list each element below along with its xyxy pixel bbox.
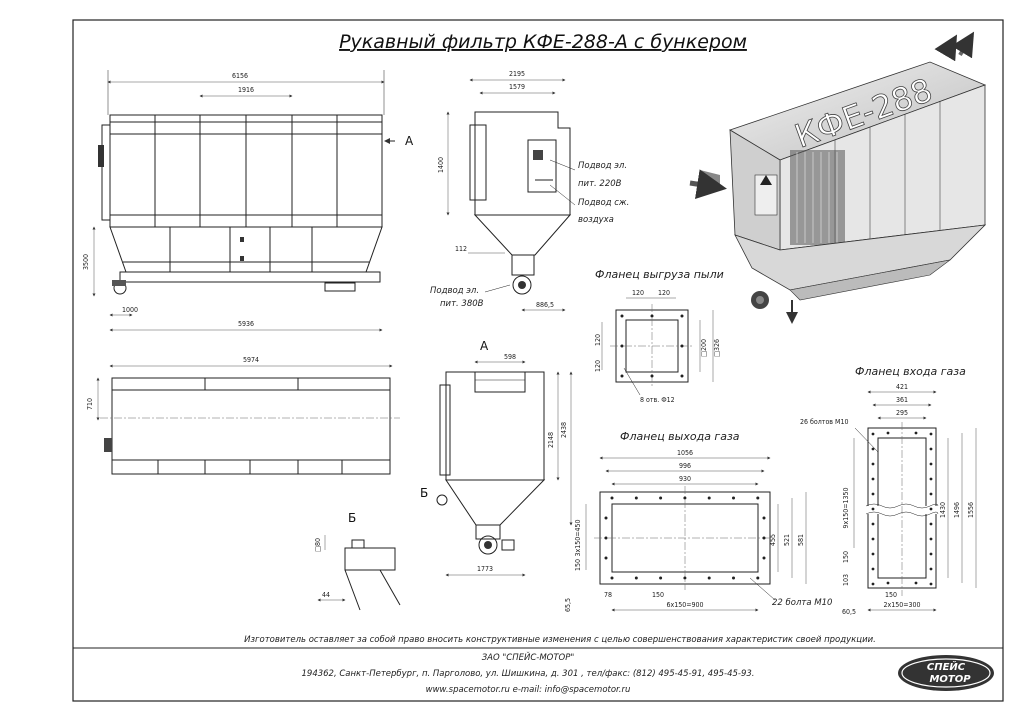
dim-out-w1: 1056 [677,449,693,457]
detail-b: Б □80 44 [314,511,401,611]
detail-b-label: Б [348,511,356,525]
dim-in-left-103: 103 [842,574,850,586]
dim-dust-top2: 120 [658,289,670,297]
sheet-border [72,19,1004,702]
dim-out-left-150: 150 [574,559,582,571]
dim-height: 3500 [82,254,90,270]
dim-in-left-150: 150 [842,551,850,563]
callout-air-line1: Подвод сж. [578,198,629,208]
dim-out-bottom-total: 6х150=900 [666,601,703,609]
dim-out-left-pitch: 3х150=450 [574,519,582,556]
callout-air-line2: воздуха [578,215,614,225]
dim-side-inner: 1579 [509,83,525,91]
dim-total-width: 6156 [232,72,248,80]
flange-gas-out: Фланец выхода газа 1056 996 930 3х150=45… [564,430,832,612]
dim-in-w1: 421 [896,383,908,391]
company-logo: СПЕЙС МОТОР [898,655,994,691]
callout-power-380-line1: Подвод эл. [430,286,479,296]
dim-side-bottom: 112 [455,245,467,253]
dim-out-bottom-78: 78 [604,591,612,599]
section-marker-a: А [405,134,414,148]
plan-view: 5974 710 [86,356,400,475]
filter-3d-render: КФЕ-288 [689,31,987,324]
page-title: Рукавный фильтр КФЕ-288-А с бункером [339,31,747,53]
dim-dust-holes: 8 отв. Ф12 [640,396,675,404]
dim-dust-top1: 120 [632,289,644,297]
in-bolts-label: 26 болтов М10 [800,418,848,426]
dim-dust-left1: 120 [594,334,602,346]
dim-out-w3: 930 [679,475,691,483]
dim-out-bottom-150: 150 [652,591,664,599]
flange-gas-out-title: Фланец выхода газа [620,430,740,443]
dim-dust-sq2: □326 [713,339,721,357]
dim-view-a-bottom: 1773 [477,565,493,573]
view-a: А 598 Б 2148 2438 1773 [420,339,573,577]
dim-detail-square: □80 [314,538,322,552]
dim-out-bottom-65: 65,5 [564,598,572,612]
dim-top-section: 1916 [238,86,254,94]
flange-dust-title: Фланец выгруза пыли [595,268,724,281]
logo-line1: СПЕЙС [927,660,966,673]
disclaimer: Изготовитель оставляет за собой право вн… [244,635,876,645]
dim-plan-height: 710 [86,398,94,410]
detail-marker-b: Б [420,486,428,500]
dim-side-height: 1400 [437,157,445,173]
dim-in-w3: 295 [896,409,908,417]
dim-in-h1: 1430 [939,502,947,518]
side-view: 2195 1579 1400 112 886,5 Подвод эл. пит.… [430,70,629,312]
dim-view-a-top: 598 [504,353,516,361]
dim-out-w2: 996 [679,462,691,470]
dim-in-bottom-150: 150 [885,591,897,599]
dim-dust-sq1: □200 [700,339,708,357]
front-view: 6156 1916 А 3500 10 [82,70,414,332]
flange-gas-in: Фланец входа газа 421 361 295 26 болтов … [800,365,977,616]
dim-detail-offset: 44 [322,591,330,599]
out-bolts-label: 22 болта М10 [772,598,832,608]
dim-dust-left2: 120 [594,360,602,372]
callout-power-220-line2: пит. 220В [578,179,622,189]
dim-in-h2: 1496 [953,502,961,518]
dim-in-bottom-total: 2х150=300 [883,601,920,609]
callout-power-220-line1: Подвод эл. [578,161,627,171]
dim-side-width: 2195 [509,70,525,78]
dim-offset: 1000 [122,306,138,314]
logo-line2: МОТОР [929,674,971,685]
dim-in-left-pitch: 9х150=1350 [842,487,850,528]
dim-in-h3: 1556 [967,502,975,518]
dim-view-a-h1: 2148 [547,432,555,448]
dim-in-w2: 361 [896,396,908,404]
dim-plan-length: 5974 [243,356,259,364]
dim-view-a-h2: 2438 [560,422,568,438]
company-name: ЗАО "СПЕЙС-МОТОР" [482,651,575,663]
dim-out-h1: 455 [769,534,777,546]
company-address: 194362, Санкт-Петербург, п. Парголово, у… [302,669,755,679]
dim-out-h3: 581 [797,534,805,546]
dim-bottom-width: 5936 [238,320,254,328]
dim-in-bottom-605: 60,5 [842,608,856,616]
flange-dust: Фланец выгруза пыли 120 120 120 120 □200… [594,268,724,404]
company-web: www.spacemotor.ru e-mail: info@spacemoto… [426,685,631,695]
callout-power-380-line2: пит. 380В [440,299,484,309]
dim-out-h2: 521 [783,534,791,546]
view-a-label: А [480,339,489,353]
dim-side-depth: 886,5 [536,301,554,309]
flange-gas-in-title: Фланец входа газа [855,365,966,378]
